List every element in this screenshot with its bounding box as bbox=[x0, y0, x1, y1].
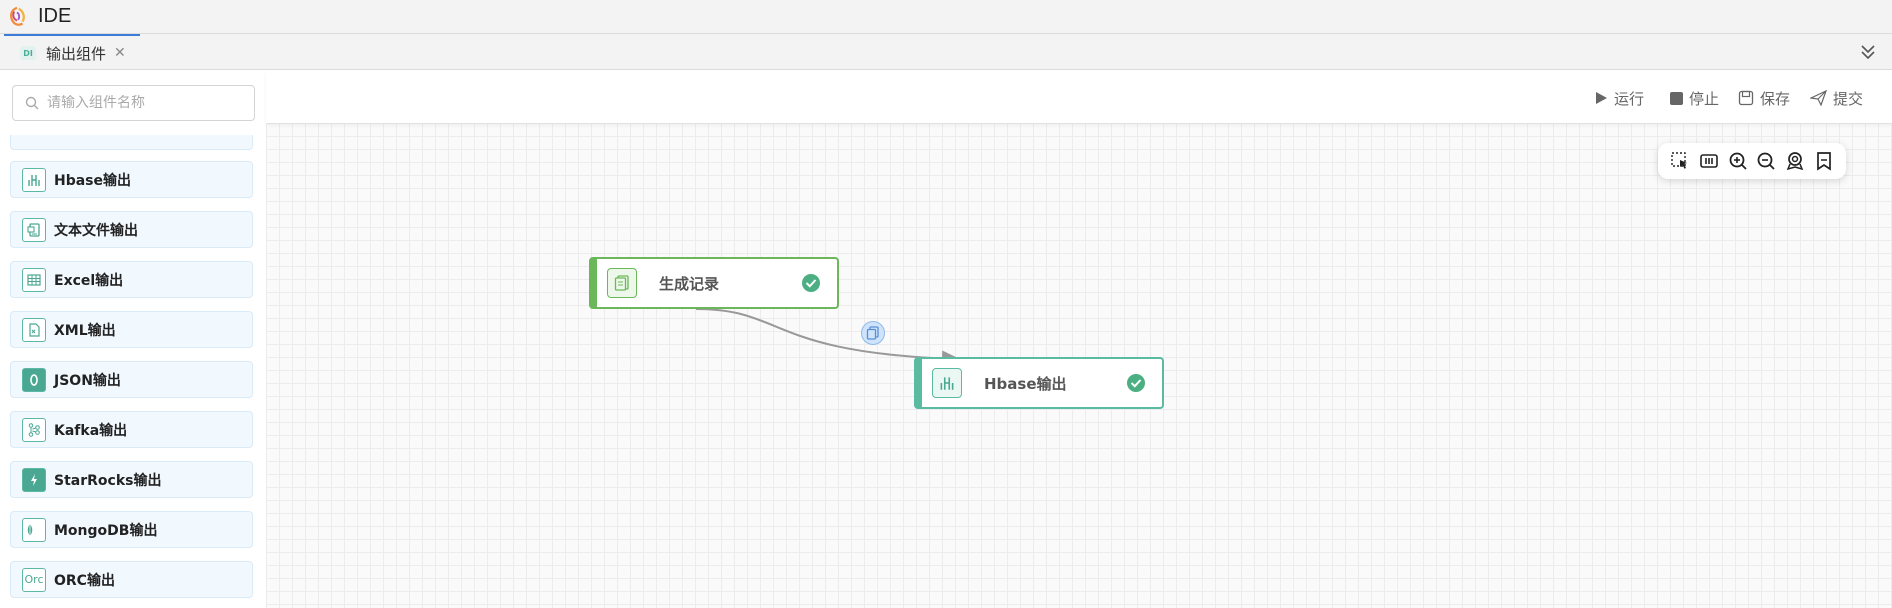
component-item-mongodb[interactable]: MongoDB输出 bbox=[10, 511, 253, 548]
node-label: Hbase输出 bbox=[984, 374, 1067, 393]
json-icon bbox=[22, 367, 46, 392]
search-input[interactable] bbox=[47, 95, 237, 111]
send-icon bbox=[1810, 90, 1827, 106]
text-file-icon bbox=[22, 217, 46, 242]
component-list: Hbase输出 文本文件输出 Excel输出 XML输出 JSON输出 bbox=[0, 135, 266, 608]
excel-icon bbox=[22, 267, 46, 292]
component-label: 文本文件输出 bbox=[54, 222, 138, 239]
node-label: 生成记录 bbox=[659, 274, 720, 293]
starrocks-icon bbox=[22, 467, 46, 492]
close-icon[interactable]: ✕ bbox=[114, 45, 126, 61]
search-icon bbox=[25, 96, 39, 110]
check-circle-icon bbox=[802, 274, 820, 292]
kafka-icon bbox=[22, 417, 46, 442]
list-item-partial[interactable] bbox=[10, 135, 253, 150]
edge-connection bbox=[695, 308, 960, 367]
save-button[interactable]: 保存 bbox=[1738, 88, 1790, 108]
save-icon bbox=[1738, 90, 1754, 106]
fit-view-icon[interactable] bbox=[1697, 149, 1721, 173]
zoom-in-icon[interactable] bbox=[1726, 149, 1750, 173]
tab-output-components[interactable]: DI 输出组件 ✕ bbox=[4, 34, 140, 70]
node-generate-records[interactable]: 生成记录 bbox=[589, 257, 839, 309]
document-icon bbox=[607, 268, 637, 298]
component-label: JSON输出 bbox=[54, 372, 121, 389]
app-title: IDE bbox=[38, 5, 72, 27]
stop-icon bbox=[1670, 91, 1683, 105]
component-label: Hbase输出 bbox=[54, 172, 132, 189]
component-label: Kafka输出 bbox=[54, 422, 128, 439]
xml-icon bbox=[22, 317, 46, 342]
locate-icon[interactable] bbox=[1783, 149, 1807, 173]
double-chevron-down-icon[interactable] bbox=[1858, 42, 1878, 62]
flow-canvas[interactable]: 生成记录 Hbase输出 bbox=[266, 123, 1892, 608]
component-item-kafka[interactable]: Kafka输出 bbox=[10, 411, 253, 448]
zoom-out-icon[interactable] bbox=[1754, 149, 1778, 173]
play-icon bbox=[1596, 92, 1607, 104]
tab-label: 输出组件 bbox=[46, 44, 107, 63]
canvas-toolbar: 运行 停止 保存 提交 bbox=[266, 71, 1892, 123]
check-circle-icon bbox=[1127, 374, 1145, 392]
search-box bbox=[12, 85, 255, 121]
tab-bar: DI 输出组件 ✕ bbox=[0, 34, 1892, 70]
component-palette: Hbase输出 文本文件输出 Excel输出 XML输出 JSON输出 bbox=[0, 71, 266, 608]
component-item-orc[interactable]: Orc ORC输出 bbox=[10, 561, 253, 598]
submit-button[interactable]: 提交 bbox=[1810, 88, 1863, 108]
stop-label: 停止 bbox=[1689, 89, 1720, 108]
hbase-icon bbox=[22, 167, 46, 192]
orc-icon: Orc bbox=[22, 567, 46, 592]
di-icon: DI bbox=[20, 46, 36, 60]
box-select-icon[interactable] bbox=[1668, 149, 1692, 173]
bookmark-icon[interactable] bbox=[1812, 149, 1836, 173]
component-label: XML输出 bbox=[54, 322, 116, 339]
submit-label: 提交 bbox=[1833, 89, 1864, 108]
save-label: 保存 bbox=[1760, 89, 1791, 108]
edge-copy-icon[interactable] bbox=[861, 321, 885, 345]
run-button[interactable]: 运行 bbox=[1594, 88, 1644, 108]
component-item-xml[interactable]: XML输出 bbox=[10, 311, 253, 348]
component-label: StarRocks输出 bbox=[54, 472, 162, 489]
hbase-icon bbox=[932, 368, 962, 398]
app-logo-icon bbox=[10, 6, 25, 26]
component-item-excel[interactable]: Excel输出 bbox=[10, 261, 253, 298]
component-label: MongoDB输出 bbox=[54, 522, 158, 539]
mongodb-icon bbox=[22, 517, 46, 542]
title-bar: IDE bbox=[0, 0, 1892, 34]
component-item-hbase[interactable]: Hbase输出 bbox=[10, 161, 253, 198]
stop-button[interactable]: 停止 bbox=[1670, 88, 1719, 108]
component-item-starrocks[interactable]: StarRocks输出 bbox=[10, 461, 253, 498]
component-label: ORC输出 bbox=[54, 572, 115, 589]
node-hbase-output[interactable]: Hbase输出 bbox=[914, 357, 1164, 409]
component-item-json[interactable]: JSON输出 bbox=[10, 361, 253, 398]
run-label: 运行 bbox=[1614, 89, 1645, 108]
component-item-text-file[interactable]: 文本文件输出 bbox=[10, 211, 253, 248]
canvas-controls bbox=[1658, 143, 1846, 179]
component-label: Excel输出 bbox=[54, 272, 124, 289]
